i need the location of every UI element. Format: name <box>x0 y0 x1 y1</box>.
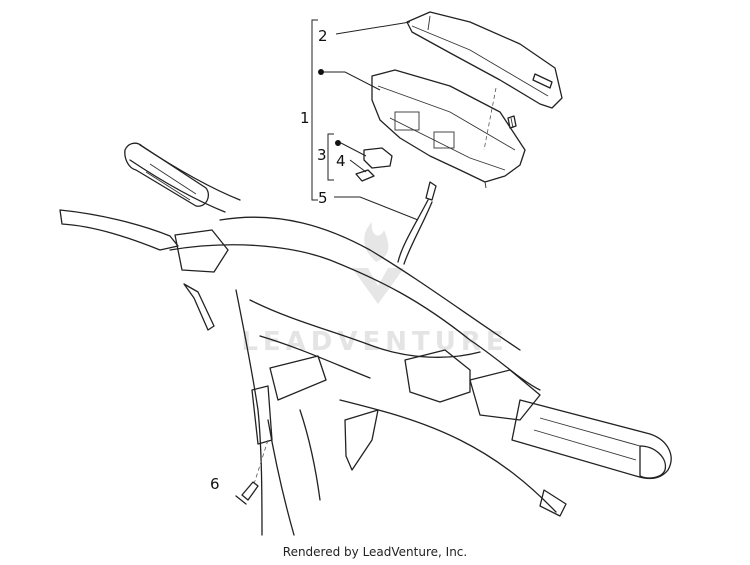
callout-6: 6 <box>210 475 220 493</box>
callout-3: 3 <box>317 146 327 164</box>
dot-1 <box>318 69 324 75</box>
watermark-text: LEADVENTURE <box>241 327 508 357</box>
leader-4 <box>349 159 367 173</box>
callout-leaders <box>318 21 419 221</box>
handlebar-assembly <box>59 142 672 536</box>
leader-3 <box>340 142 367 157</box>
footer-credit: Rendered by LeadVenture, Inc. <box>282 545 468 559</box>
callout-brackets <box>311 19 334 201</box>
connector-assembly <box>355 147 393 182</box>
callout-2: 2 <box>318 27 328 45</box>
flame-logo-icon <box>364 222 389 262</box>
callout-4: 4 <box>336 152 346 170</box>
screw <box>235 439 269 505</box>
watermark: LEADVENTURE <box>241 222 508 357</box>
instrument-cover <box>406 11 563 109</box>
leader-5 <box>334 196 419 221</box>
callout-labels: 2 1 3 4 5 6 <box>210 27 346 493</box>
dot-3 <box>335 140 341 146</box>
instrument-panel <box>371 69 526 189</box>
leader-2 <box>335 21 411 35</box>
callout-5: 5 <box>318 189 328 207</box>
speedometer-cable <box>397 87 497 265</box>
callout-1: 1 <box>300 109 310 127</box>
v-logo-icon <box>352 268 404 304</box>
leader-1 <box>324 71 381 91</box>
